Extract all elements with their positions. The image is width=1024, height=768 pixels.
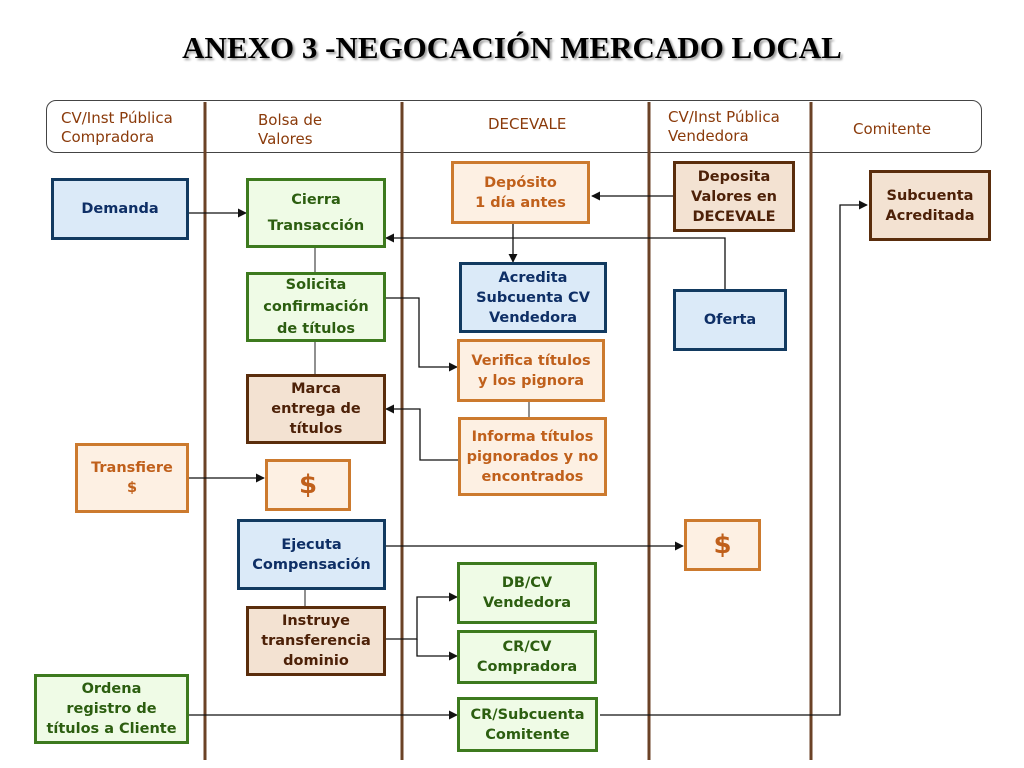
swimlane-header xyxy=(46,100,982,153)
box-deposita-valores: Deposita Valores en DECEVALE xyxy=(673,161,795,232)
box-verifica-label: Verifica títulos y los pignora xyxy=(471,352,591,389)
box-db-cv-vendedora: DB/CV Vendedora xyxy=(457,562,597,624)
arrow-instruye-cr xyxy=(416,639,458,661)
column-label-bolsa: Bolsa de Valores xyxy=(258,111,322,149)
box-cierra-label: Cierra Transacción xyxy=(267,192,365,234)
box-demanda-label: Demanda xyxy=(81,201,159,217)
box-cr-subcuenta-comitente: CR/Subcuenta Comitente xyxy=(457,697,598,752)
box-deposito: Depósito 1 día antes xyxy=(451,161,590,224)
box-oferta-label: Oferta xyxy=(703,312,757,328)
column-label-text: DECEVALE xyxy=(488,115,567,133)
column-label-comitente: Comitente xyxy=(853,120,931,139)
box-transfiere: Transfiere $ xyxy=(75,443,189,513)
arrow-crsub-subcuenta xyxy=(600,200,868,716)
box-instruye-transferencia: Instruye transferencia dominio xyxy=(246,606,386,676)
box-dollar-vendedora: $ xyxy=(684,519,761,571)
box-db-cv-label: DB/CV Vendedora xyxy=(482,575,572,611)
box-solicita-confirmacion: Solicita confirmación de títulos xyxy=(246,272,386,342)
box-ordena-label: Ordena registro de títulos a Cliente xyxy=(46,681,177,737)
box-ejecuta-label: Ejecuta Compensación xyxy=(252,536,371,573)
arrow-oferta-cierra xyxy=(385,233,726,289)
page-title: ANEXO 3 -NEGOCACIÓN MERCADO LOCAL xyxy=(182,30,842,65)
box-ejecuta-compensacion: Ejecuta Compensación xyxy=(237,519,386,590)
box-informa-label: Informa títulos pignorados y no encontra… xyxy=(466,428,599,485)
column-label-vendedora: CV/Inst Pública Vendedora xyxy=(668,108,780,146)
box-marca-label: Marca entrega de títulos xyxy=(271,381,361,437)
box-deposito-label: Depósito 1 día antes xyxy=(475,174,566,211)
box-dollar-bolsa-label: $ xyxy=(298,470,318,500)
arrow-solicita-verifica xyxy=(386,297,458,372)
box-acredita-subcuenta: Acredita Subcuenta CV Vendedora xyxy=(459,262,607,333)
box-ordena: Ordena registro de títulos a Cliente xyxy=(34,674,189,744)
box-dollar-bolsa: $ xyxy=(265,459,351,511)
box-subcuenta-acreditada: Subcuenta Acreditada xyxy=(869,170,991,241)
box-cr-subcuenta-label: CR/Subcuenta Comitente xyxy=(470,706,585,743)
box-informa-titulos: Informa títulos pignorados y no encontra… xyxy=(458,417,607,496)
column-label-decevale: DECEVALE xyxy=(488,115,566,134)
box-transfiere-label: Transfiere $ xyxy=(91,460,173,496)
column-label-text: Comitente xyxy=(853,120,932,138)
box-cr-cv-label: CR/CV Compradora xyxy=(476,639,578,675)
box-dollar-vendedora-label: $ xyxy=(713,530,732,560)
box-instruye-label: Instruye transferencia dominio xyxy=(261,613,371,669)
box-oferta: Oferta xyxy=(673,289,787,351)
box-acredita-label: Acredita Subcuenta CV Vendedora xyxy=(476,269,590,326)
box-demanda: Demanda xyxy=(51,178,189,240)
column-label-text: Bolsa de Valores xyxy=(258,111,323,148)
arrow-informa-marca xyxy=(385,404,458,461)
box-deposita-label: Deposita Valores en DECEVALE xyxy=(691,168,777,225)
arrow-instruye-db xyxy=(386,592,458,640)
box-marca-entrega: Marca entrega de títulos xyxy=(246,374,386,444)
box-solicita-label: Solicita confirmación de títulos xyxy=(263,277,369,337)
box-cr-cv-compradora: CR/CV Compradora xyxy=(457,630,597,684)
box-subcuenta-label: Subcuenta Acreditada xyxy=(885,187,975,224)
column-label-text: CV/Inst Pública Compradora xyxy=(61,109,173,146)
column-label-compradora: CV/Inst Pública Compradora xyxy=(61,109,173,147)
box-verifica-titulos: Verifica títulos y los pignora xyxy=(457,339,605,402)
box-cierra-transaccion: Cierra Transacción xyxy=(246,178,386,248)
column-label-text: CV/Inst Pública Vendedora xyxy=(668,108,780,145)
